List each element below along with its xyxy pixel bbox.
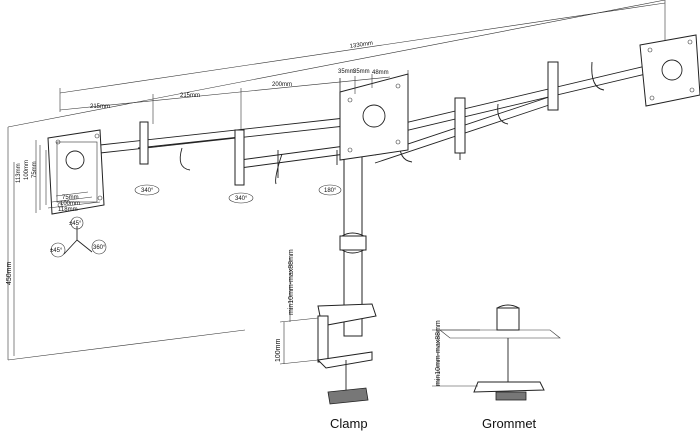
left-arm [99, 117, 346, 186]
overall-width-label: 1330mm [349, 41, 373, 50]
vesa-w1-label: 75mm [62, 195, 79, 201]
seg-1-label: 215mm [90, 104, 110, 110]
svg-text:±45°: ±45° [50, 248, 63, 254]
vesa-h3-label: 75mm [32, 161, 38, 178]
svg-text:±45°: ±45° [69, 221, 82, 227]
clamp-height-label: 100mm [275, 338, 282, 362]
rotation-badge-left: 340° [134, 184, 160, 196]
left-vesa-plate [35, 129, 105, 215]
center-vesa-plate [339, 70, 409, 161]
vesa-w3-label: 118mm [58, 207, 78, 213]
tilt-pan-rotate-icon: ±45° ±45° 360° [50, 216, 107, 258]
svg-text:360°: 360° [93, 245, 106, 251]
svg-text:340°: 340° [141, 188, 154, 194]
desk-thickness-label: min10mm-max88mm [288, 249, 295, 315]
rotation-badge-mid: 340° [228, 192, 254, 204]
rotation-badge-pole: 180° [318, 184, 342, 196]
desk-clamp: 100mm min10mm-max88mm [275, 249, 377, 405]
vesa-h2-label: 100mm [24, 160, 30, 180]
right-vesa-plate [639, 34, 700, 107]
vesa-w2-label: 100mm [60, 201, 80, 207]
svg-text:180°: 180° [324, 188, 337, 194]
right-arm [374, 61, 651, 164]
vesa-h1-label: 113mm [16, 163, 22, 183]
wall-outline [7, 0, 666, 361]
height-dimension: 450mm [6, 162, 15, 356]
seg-2-label: 215mm [180, 93, 200, 99]
height-label: 450mm [6, 261, 13, 285]
vesa-b-label: 35mm [353, 69, 370, 75]
vesa-a-label: 35mm [338, 69, 355, 75]
grommet-thickness-label: min10mm-max88mm [435, 320, 442, 386]
center-pole [336, 139, 367, 337]
vesa-size-labels: 113mm 100mm 75mm 75mm 100mm 118mm [16, 160, 101, 213]
seg-3-label: 200mm [272, 82, 292, 88]
grommet-mount: min10mm-max88mm [432, 304, 561, 401]
clamp-caption: Clamp [330, 416, 368, 431]
grommet-caption: Grommet [482, 416, 537, 431]
vesa-c-label: 48mm [372, 70, 389, 76]
svg-text:340°: 340° [235, 196, 248, 202]
overall-width-dimension: 1330mm [59, 0, 666, 112]
